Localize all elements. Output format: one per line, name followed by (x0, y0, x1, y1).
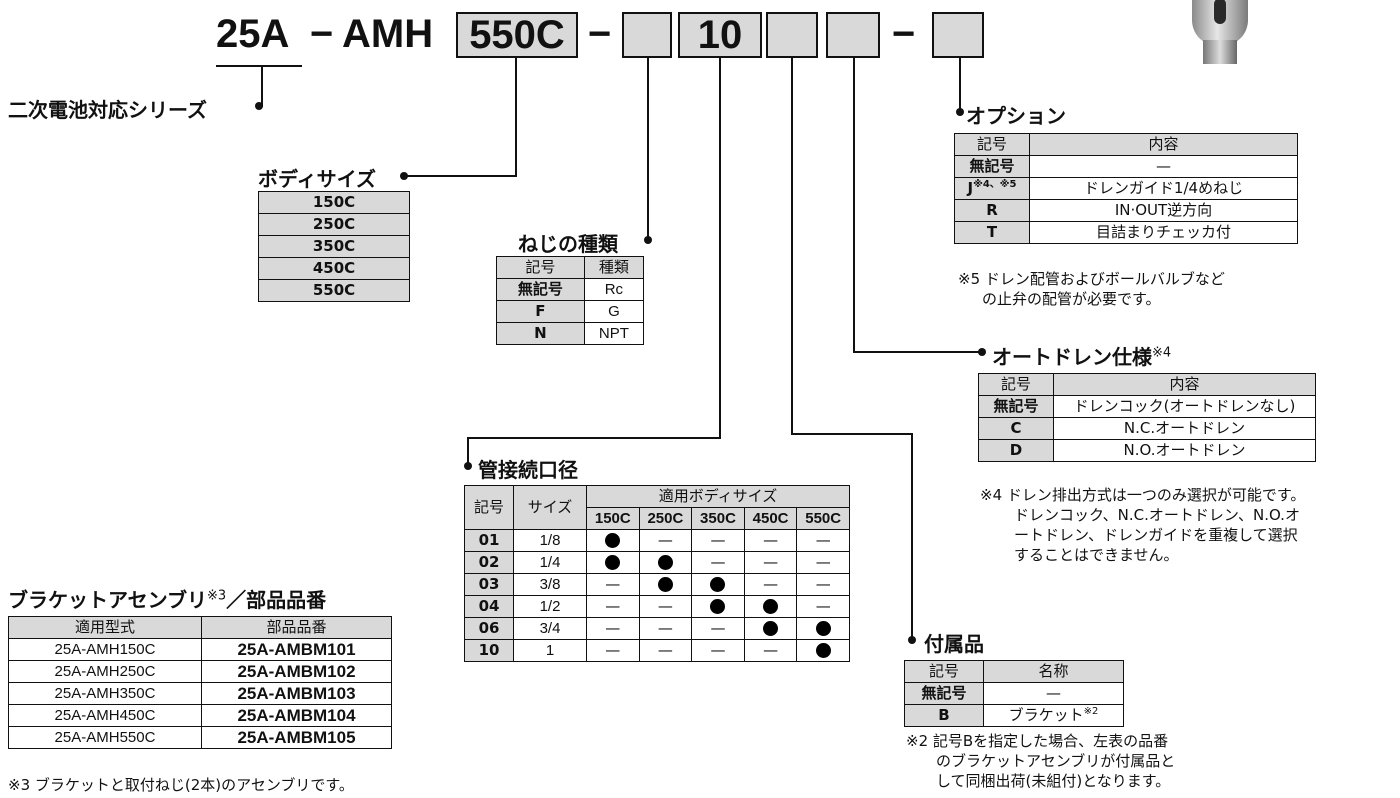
code-dash-3: − (892, 12, 916, 56)
drain-note-line4: することはできません。 (1014, 546, 1179, 564)
not-available: — (586, 639, 640, 662)
not-available: — (796, 595, 850, 618)
not-available: — (796, 551, 850, 574)
body-size-title: ボディサイズ (258, 167, 376, 191)
product-image-gauge (1214, 0, 1226, 24)
dot-icon (657, 555, 673, 570)
available-dot (638, 551, 693, 574)
not-available: — (691, 617, 745, 640)
not-available: — (586, 595, 640, 618)
not-available: — (638, 595, 693, 618)
dot-icon (605, 533, 621, 548)
available-dot (796, 617, 850, 640)
not-available: — (743, 551, 798, 574)
thread-title: ねじの種類 (518, 232, 618, 256)
accessory-title: 付属品 (924, 632, 984, 656)
bracket-title: ブラケットアセンブリ※3／部品品番 (8, 588, 327, 612)
not-available: — (691, 529, 745, 552)
dot-icon (763, 599, 779, 614)
dot-icon (657, 577, 673, 592)
available-dot (743, 617, 798, 640)
not-available: — (796, 529, 850, 552)
not-available: — (586, 573, 640, 596)
available-dot (691, 573, 745, 596)
option-title: オプション (966, 104, 1066, 128)
series-label: 二次電池対応シリーズ (8, 98, 207, 122)
dot-icon (815, 643, 831, 658)
option-note-line2: の止弁の配管が必要です。 (982, 290, 1161, 308)
not-available: — (743, 529, 798, 552)
body-size-item: 450C (258, 257, 410, 280)
code-model: AMH (342, 12, 434, 56)
not-available: — (691, 639, 745, 662)
code-body-size: 550C (469, 13, 565, 57)
drain-note-line2: ドレンコック、N.C.オートドレン、N.O.オ (1014, 506, 1300, 524)
available-dot (796, 639, 850, 662)
code-dash-1: − (310, 12, 334, 56)
accessory-note-line2: のブラケットアセンブリが付属品と (936, 752, 1176, 770)
body-size-item: 550C (258, 279, 410, 302)
body-size-item: 150C (258, 191, 410, 214)
not-available: — (743, 639, 798, 662)
drain-note-line3: ートドレン、ドレンガイドを重複して選択 (1014, 526, 1298, 544)
not-available: — (638, 617, 693, 640)
dot-icon (710, 599, 726, 614)
drain-title: オートドレン仕様※4 (992, 345, 1172, 369)
available-dot (743, 595, 798, 618)
code-box-drain (826, 12, 880, 58)
accessory-note-line1: ※2 記号Bを指定した場合、左表の品番 (906, 732, 1169, 750)
not-available: — (796, 573, 850, 596)
not-available: — (638, 639, 693, 662)
not-available: — (586, 617, 640, 640)
available-dot (586, 529, 640, 552)
code-box-thread (622, 12, 672, 58)
not-available: — (638, 529, 693, 552)
body-size-item: 350C (258, 235, 410, 258)
available-dot (586, 551, 640, 574)
code-box-body-size: 550C (456, 12, 578, 58)
drain-note-line1: ※4 ドレン排出方式は一つのみ選択が可能です。 (980, 486, 1306, 504)
port-table: 記号 サイズ 適用ボディサイズ 150C 250C 350C 450C 550C… (464, 485, 850, 662)
option-note-line1: ※5 ドレン配管およびボールバルブなど (958, 270, 1225, 288)
not-available: — (691, 551, 745, 574)
available-dot (691, 595, 745, 618)
not-available: — (743, 573, 798, 596)
code-dash-2: − (588, 12, 612, 56)
bracket-note: ※3 ブラケットと取付ねじ(2本)のアセンブリです。 (8, 776, 354, 794)
body-size-table: 150C 250C 350C 450C 550C (258, 191, 410, 302)
product-image-port (1203, 40, 1237, 64)
dot-icon (605, 555, 621, 570)
available-dot (638, 573, 693, 596)
code-box-option (932, 12, 984, 58)
port-title: 管接続口径 (478, 458, 578, 482)
code-prefix: 25A (216, 12, 290, 56)
code-box-accessory (766, 12, 818, 58)
dot-icon (815, 621, 831, 636)
code-box-port: 10 (678, 12, 762, 58)
dot-icon (763, 621, 779, 636)
body-size-item: 250C (258, 213, 410, 236)
accessory-note-line3: して同梱出荷(未組付)となります。 (936, 772, 1171, 790)
dot-icon (710, 577, 726, 592)
code-port-size: 10 (697, 13, 743, 57)
